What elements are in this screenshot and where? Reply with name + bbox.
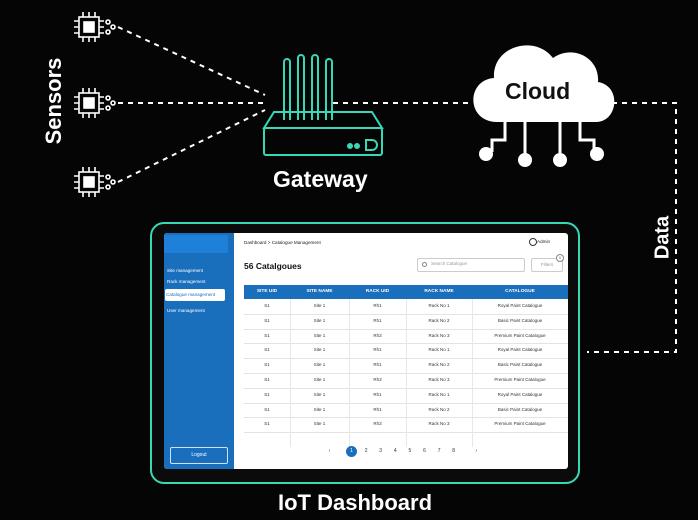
table-cell: S1 <box>264 303 270 308</box>
table-cell: Premium Paint Catalogue <box>494 332 546 338</box>
sensor1-to-gateway-line <box>117 26 266 96</box>
table-cell: Rh1 <box>373 391 382 397</box>
table-cell: S1 <box>264 406 270 412</box>
sidebar-item-user-management[interactable]: User management <box>167 308 205 313</box>
table-cell: Rh1 <box>373 362 382 368</box>
sensor3-to-gateway-line <box>117 109 266 183</box>
gateway-label: Gateway <box>273 166 368 192</box>
table-cell: Rh1 <box>373 317 382 323</box>
table-cell: Basic Paint Catalogue <box>497 362 543 368</box>
table-cell: Site 1 <box>313 347 326 353</box>
sidebar-item-rack-management[interactable]: Rack management <box>167 279 206 284</box>
table-cell: Premium Paint Catalogue <box>494 377 546 382</box>
column-divider <box>290 299 291 447</box>
sensors-label: Sensors <box>41 57 66 145</box>
table-cell: Royal Paint Catalogue <box>497 303 543 308</box>
search-placeholder: Search Catalogue <box>431 261 468 266</box>
dashboard-label: IoT Dashboard <box>278 490 433 515</box>
breadcrumb: Dashboard > Catalogue Management <box>244 240 321 245</box>
cloud-icon <box>473 45 615 167</box>
table-cell: Rh3 <box>373 421 382 427</box>
chip-icon <box>74 167 116 197</box>
page-button[interactable]: 7 <box>437 448 441 454</box>
sidebar-logo <box>164 235 228 253</box>
admin-label[interactable]: Admin <box>537 239 551 244</box>
dashboard-screen: Site management Rack management Catalogu… <box>164 233 568 469</box>
table-cell: Site 1 <box>313 303 326 308</box>
table-cell: Basic Paint Catalogue <box>497 406 543 412</box>
sidebar: Site management Rack management Catalogu… <box>164 233 234 469</box>
table-cell: S1 <box>264 347 270 353</box>
table-cell: S1 <box>264 332 270 338</box>
table-cell: Rh3 <box>373 377 382 382</box>
table-header: SITE UID SITE NAME RACK UID RACK NAME CA… <box>244 285 568 299</box>
logout-button[interactable]: Logout <box>170 447 228 464</box>
page-button[interactable]: 4 <box>393 448 397 454</box>
page-button[interactable]: 5 <box>408 448 412 454</box>
table-cell: Site 1 <box>313 406 326 412</box>
router-icon <box>262 54 384 156</box>
user-icon[interactable] <box>529 238 537 246</box>
page-button[interactable]: 8 <box>452 448 456 454</box>
table-cell: Rh1 <box>373 303 382 308</box>
prev-page-button[interactable]: ‹ <box>328 448 331 454</box>
column-header[interactable]: RACK NAME <box>424 289 454 294</box>
table-cell: Site 1 <box>313 362 326 368</box>
cloud-label: Cloud <box>505 78 571 104</box>
table-cell: Site 1 <box>313 377 326 382</box>
data-label: Data <box>651 215 674 260</box>
table-cell: Rack No 3 <box>428 377 450 382</box>
table-cell: Premium Paint Catalogue <box>494 421 546 427</box>
table-cell: Rh3 <box>373 332 382 338</box>
column-divider <box>472 299 473 447</box>
table-cell: Royal Paint Catalogue <box>497 347 543 353</box>
cloud-to-dashboard-line <box>587 102 677 353</box>
filter-button[interactable]: Filters <box>531 258 563 272</box>
table-cell: Rack No 1 <box>428 391 450 397</box>
page-button[interactable]: 1 <box>346 446 357 457</box>
table-cell: Rack No 3 <box>428 421 450 427</box>
search-icon <box>422 262 427 267</box>
chip-icon <box>74 88 116 118</box>
table-cell: Rh1 <box>373 406 382 412</box>
table-cell: Royal Paint Catalogue <box>497 391 543 397</box>
column-header[interactable]: SITE NAME <box>306 289 333 294</box>
sidebar-item-catalogue-management[interactable]: Catalogue management <box>165 289 225 301</box>
column-header[interactable]: SITE UID <box>256 289 278 294</box>
page-title: 56 Catalgoues <box>244 261 302 271</box>
column-header[interactable]: RACK UID <box>365 289 390 294</box>
column-divider <box>349 299 350 447</box>
column-header[interactable]: CATALOGUE <box>505 289 535 294</box>
table-cell: Site 1 <box>313 317 326 323</box>
page-button[interactable]: 6 <box>423 448 426 454</box>
filter-badge: 0 <box>556 254 564 262</box>
table-cell: Site 1 <box>313 391 326 397</box>
table-cell: Site 1 <box>313 332 326 338</box>
table-cell: S1 <box>264 317 270 323</box>
table-cell: Rh1 <box>373 347 382 353</box>
table-cell: Site 1 <box>313 421 326 427</box>
next-page-button[interactable]: › <box>475 448 478 454</box>
table-cell: Basic Paint Catalogue <box>497 317 543 323</box>
table-cell: S1 <box>264 362 270 368</box>
page-button[interactable]: 2 <box>364 448 368 454</box>
table-cell: Rack No 1 <box>428 347 450 353</box>
page-button[interactable]: 3 <box>379 448 383 454</box>
table-cell: Rack No 2 <box>428 406 450 412</box>
table-cell: Rack No 1 <box>428 303 450 308</box>
chip-icon <box>74 12 116 42</box>
table-cell: S1 <box>264 421 270 427</box>
sidebar-item-site-management[interactable]: Site management <box>167 268 204 273</box>
table-cell: Rack No 2 <box>428 362 450 368</box>
column-divider <box>406 299 407 447</box>
table-cell: S1 <box>264 377 270 382</box>
table-cell: Rack No 3 <box>428 332 450 338</box>
table-cell: Rack No 2 <box>428 317 450 323</box>
table-cell: S1 <box>264 391 270 397</box>
search-input[interactable] <box>417 258 525 272</box>
